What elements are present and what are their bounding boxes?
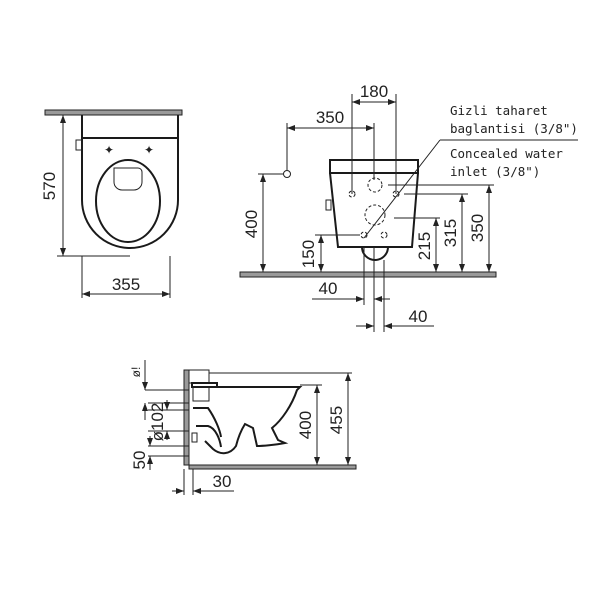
note-en-line2: inlet (3/8") xyxy=(450,164,540,179)
inlet-symbol-icon xyxy=(367,177,383,193)
dim-570: 570 xyxy=(40,172,59,200)
dim-30: 30 xyxy=(213,472,232,491)
fixing-symbol-icon xyxy=(348,190,356,198)
front-view: 180 350 400 150 215 315 350 40 xyxy=(239,82,578,332)
bowl-profile xyxy=(204,386,303,455)
top-view: ✦ ✦ 570 355 xyxy=(40,109,183,298)
dim-355: 355 xyxy=(112,275,140,294)
flush-housing xyxy=(188,369,210,384)
dim-phi-top: ø! xyxy=(129,367,143,378)
note-tr-line1: Gizli taharet xyxy=(450,103,548,118)
bowl-outline xyxy=(81,115,179,250)
side-button xyxy=(325,199,332,211)
floor-side-view xyxy=(188,464,357,470)
fixing-symbol-icon xyxy=(360,231,368,239)
water-inlet-point-icon xyxy=(283,170,291,178)
side-view: ø! ø102 50 30 400 455 xyxy=(129,360,357,495)
inner-rim xyxy=(95,159,161,243)
dim-50: 50 xyxy=(130,451,149,470)
inlet-block xyxy=(192,386,210,402)
bowl-body-front xyxy=(329,172,419,248)
inlet-symbol-icon xyxy=(364,204,386,226)
dim-180: 180 xyxy=(360,82,388,101)
note-en-line1: Concealed water xyxy=(450,146,563,161)
dim-315: 315 xyxy=(441,219,460,247)
dim-215: 215 xyxy=(415,232,434,260)
dim-400-front: 400 xyxy=(242,210,261,238)
fixing-point-icon: ✦ xyxy=(104,143,114,157)
lower-trap xyxy=(196,425,222,448)
floor-front-view xyxy=(239,271,497,278)
wall-top-view xyxy=(44,109,183,116)
dim-350-vertical: 350 xyxy=(468,214,487,242)
dim-150: 150 xyxy=(299,240,318,268)
drain-outlet xyxy=(361,246,389,261)
fixing-symbol-icon xyxy=(392,190,400,198)
dim-40-right: 40 xyxy=(409,307,428,326)
dim-400-side: 400 xyxy=(296,411,315,439)
dim-40-left: 40 xyxy=(319,279,338,298)
dim-phi102: ø102 xyxy=(148,403,167,442)
bracket xyxy=(191,382,218,388)
outlet-shape xyxy=(113,167,143,191)
upper-trap xyxy=(193,407,222,438)
fixing-bolt xyxy=(191,432,198,443)
dim-455: 455 xyxy=(327,406,346,434)
fixing-point-icon: ✦ xyxy=(144,143,154,157)
fixing-symbol-icon xyxy=(380,231,388,239)
note-tr-line2: baglantisi (3/8") xyxy=(450,121,578,136)
dim-350-horizontal: 350 xyxy=(316,108,344,127)
wall-side-view xyxy=(183,369,190,466)
flush-button xyxy=(75,139,83,151)
